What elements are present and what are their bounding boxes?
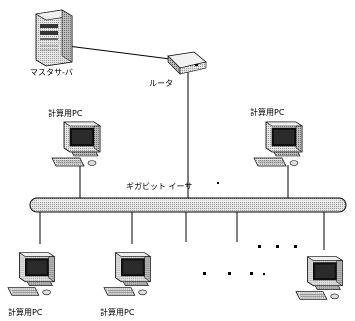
pc-bottom-3-icon <box>296 257 342 300</box>
pc-top-left-label: 計算用PC <box>48 110 82 118</box>
tower-server-icon <box>36 10 72 66</box>
master-server-label: マスタサ-バ <box>30 69 73 77</box>
pc-bottom-1-icon <box>8 253 54 296</box>
pc-top-right-label: 計算用PC <box>250 109 284 117</box>
pc-bottom-1-label: 計算用PC <box>8 309 42 317</box>
pc-bottom-2-label: 計算用PC <box>100 309 134 317</box>
pc-top-left-icon <box>52 122 100 166</box>
gigabit-ethernet-label: ギガビット イーサ <box>126 183 192 191</box>
gigabit-ethernet-bus <box>30 198 346 212</box>
pc-top-right-icon <box>254 122 302 166</box>
pc-bottom-2-icon <box>104 253 150 296</box>
router-icon <box>168 52 206 74</box>
continuation-dots <box>203 182 297 275</box>
router-label: ルータ <box>149 80 173 88</box>
